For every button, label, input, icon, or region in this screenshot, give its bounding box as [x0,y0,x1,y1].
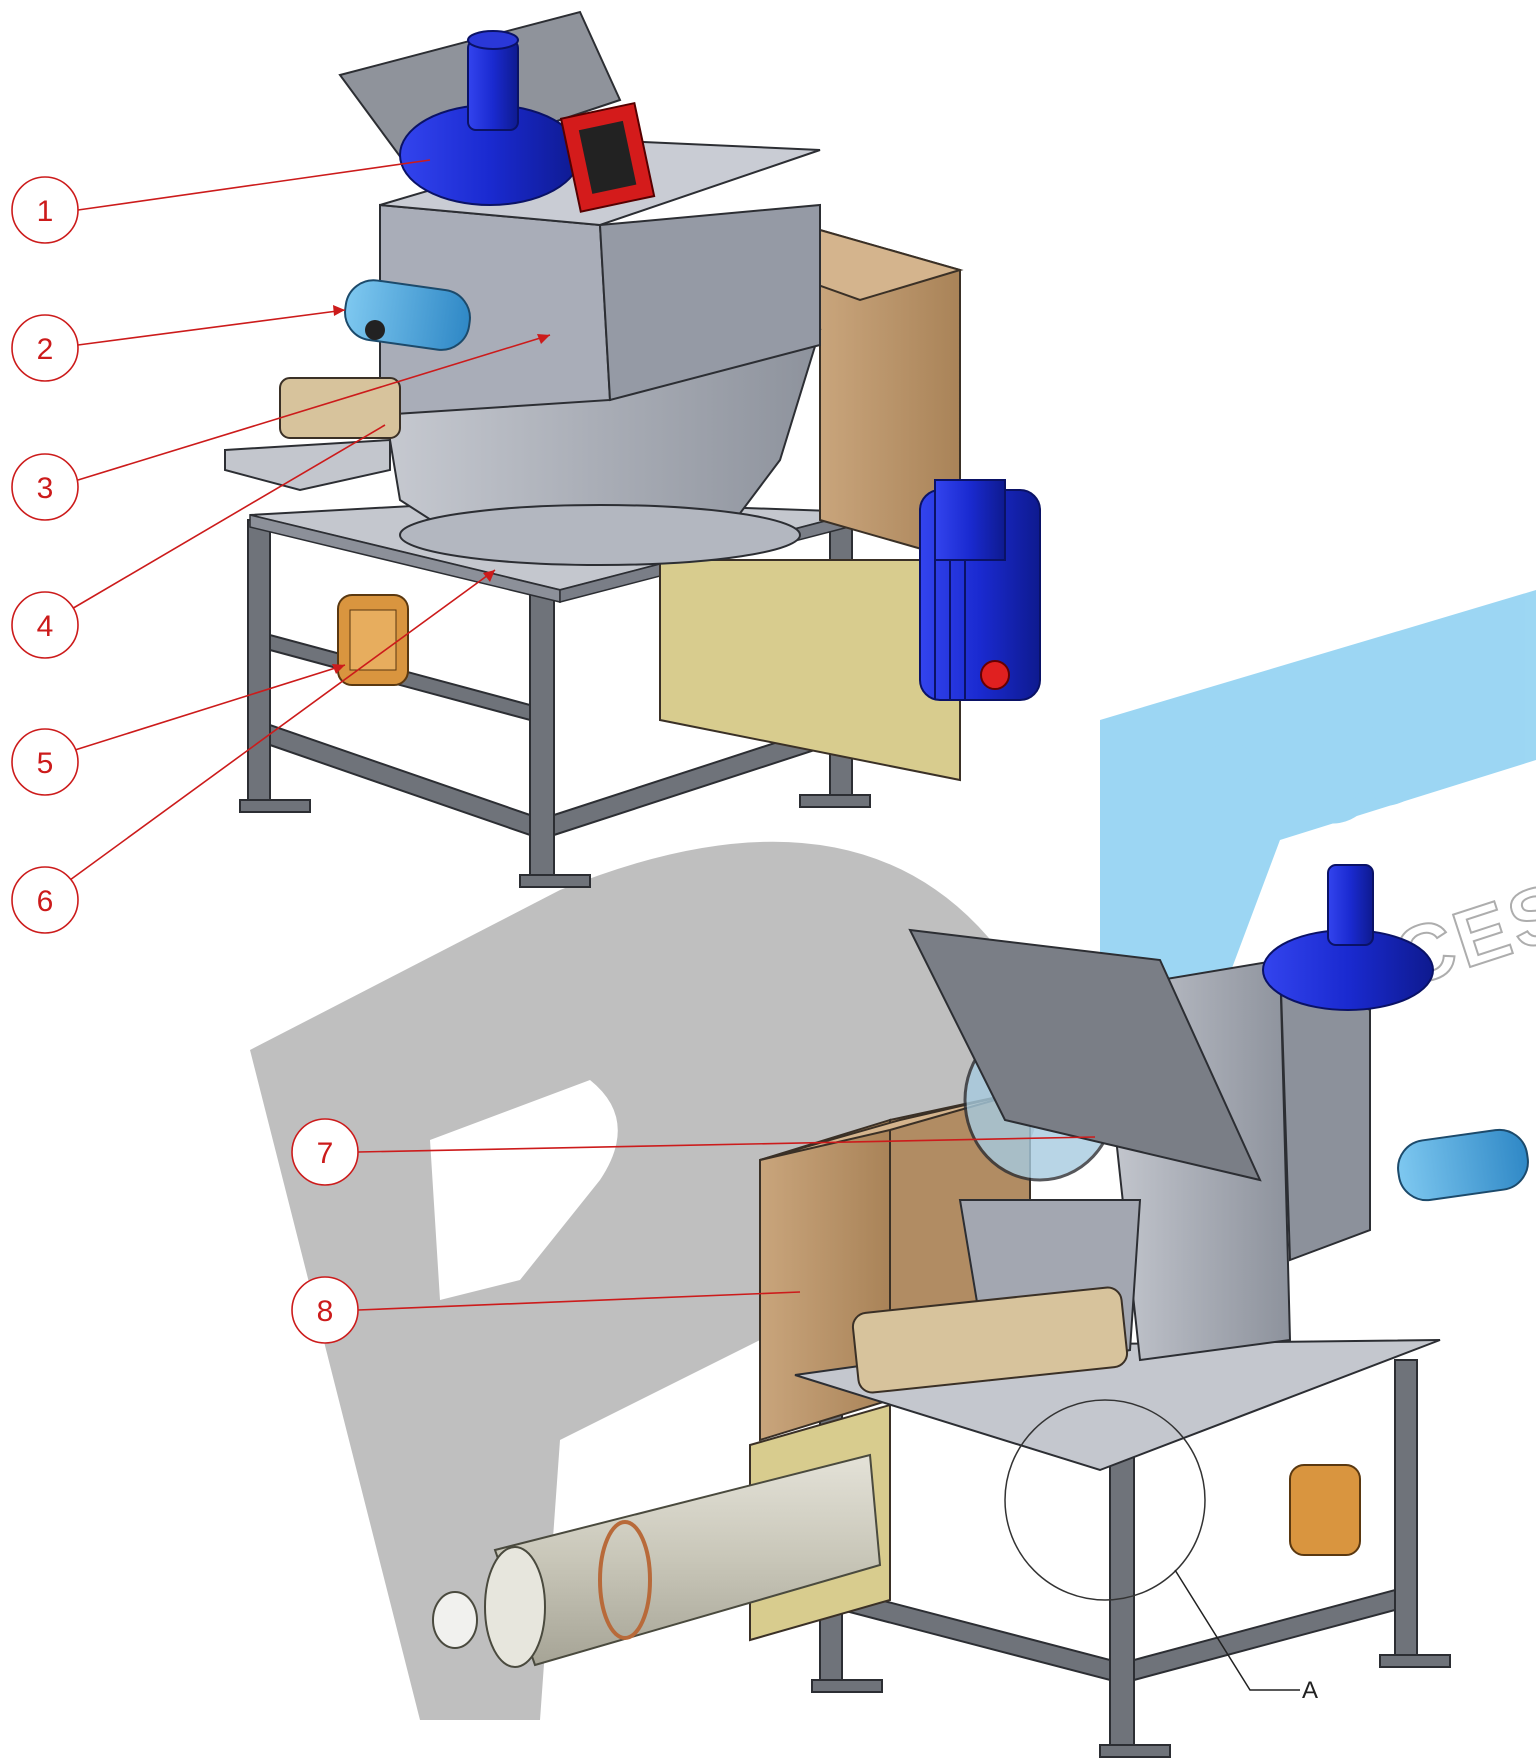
callout-label-4: 4 [37,610,54,643]
bag-cushion [851,1286,1129,1394]
callout-2: 2 [11,305,346,382]
watermark-blue-swoosh [1100,590,1536,1060]
detail-circle [1004,1399,1206,1601]
callout-5: 5 [11,664,346,796]
detail-leader [1174,1569,1300,1691]
geared-motor [919,479,1041,701]
detail-label: A [1302,1677,1318,1704]
machine-front-view [224,10,1041,888]
callout-label-8: 8 [317,1295,334,1328]
bag-shelf [224,438,391,492]
callout-label-6: 6 [37,885,54,918]
filter-housing [379,138,821,417]
fan-motor-rear [1262,864,1434,1011]
callout-label-1: 1 [37,195,54,228]
fan-motor [399,30,581,206]
callout-label-5: 5 [37,747,54,780]
exhaust-grille [559,101,656,213]
vibration-motor [344,279,471,351]
callout-8: 8 [291,1276,801,1344]
bag-tipping-lid [908,928,1262,1182]
discharge-vibrator-rear [1289,1464,1361,1556]
callout-4: 4 [11,424,386,659]
callout-label-2: 2 [37,333,54,366]
callout-7: 7 [291,1118,1096,1186]
callout-6: 6 [11,569,496,934]
support-frame-rear [811,1359,1451,1758]
discharge-vibrator [337,594,409,686]
callout-label-3: 3 [37,472,54,505]
watermark-grey-swoosh [250,841,1045,1720]
discharge-tube [432,1453,882,1668]
callout-3: 3 [11,334,551,521]
vibration-motor-rear [1397,1128,1529,1202]
callout-1: 1 [11,159,431,244]
callout-label-7: 7 [317,1137,334,1170]
side-cabinet-top [659,228,964,782]
